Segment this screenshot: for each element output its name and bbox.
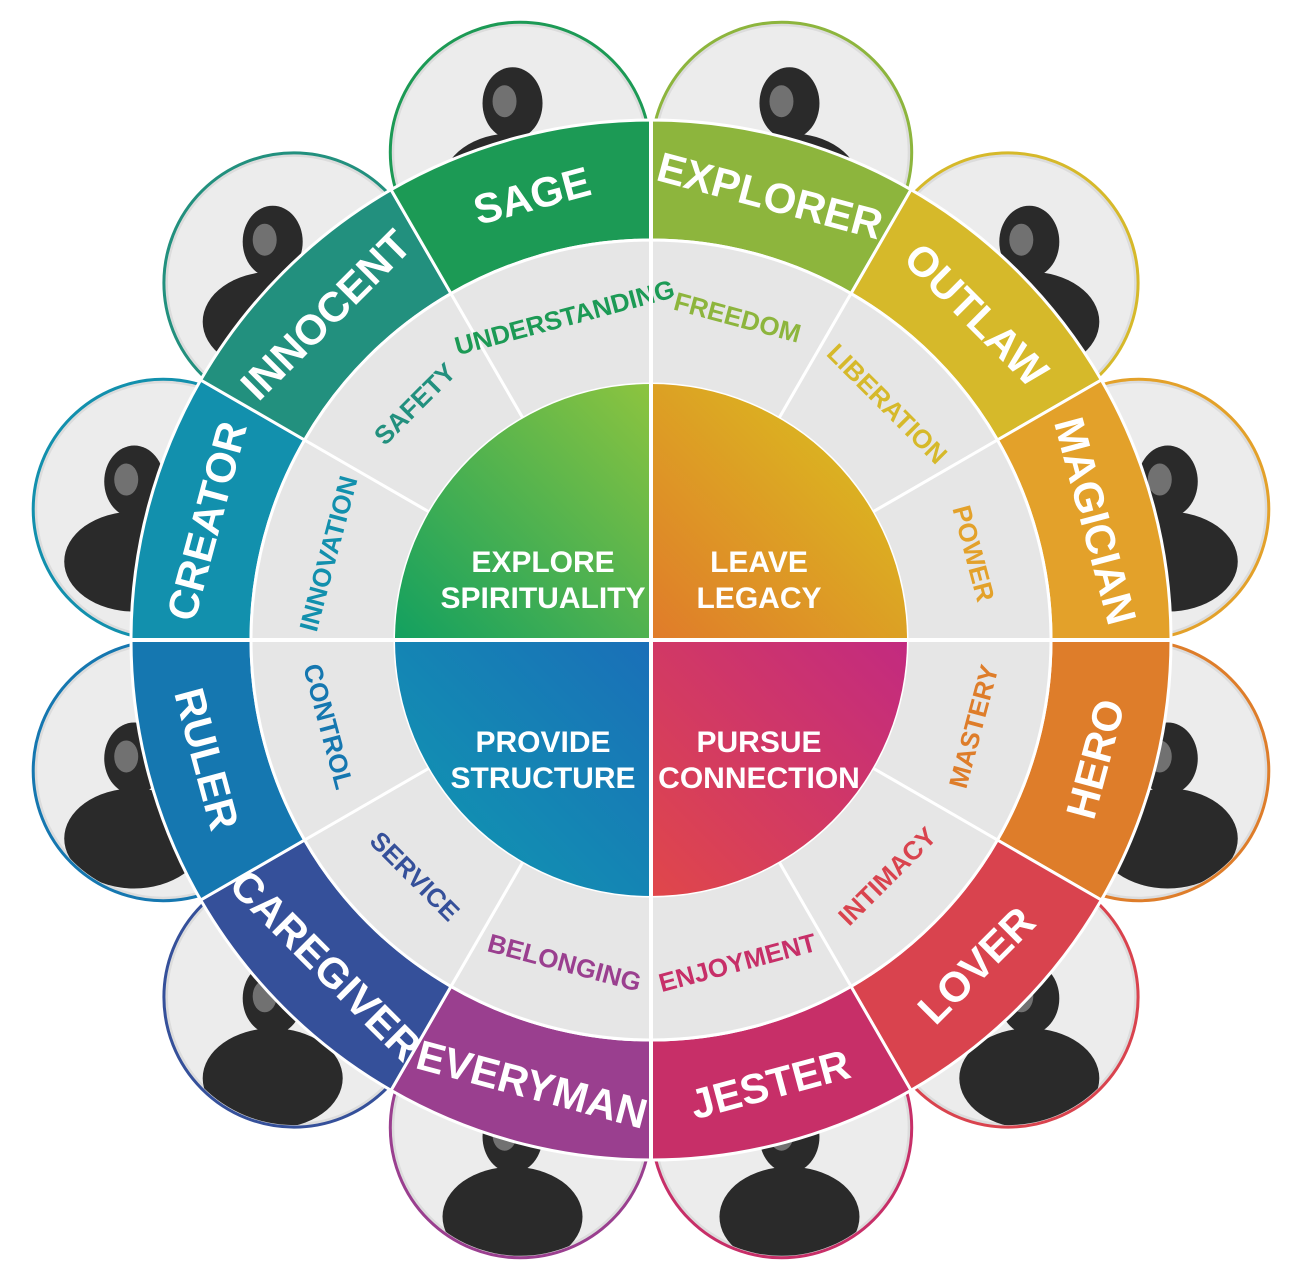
portrait-highlight (769, 85, 794, 118)
archetype-ring: EXPLOREROUTLAWMAGICIANHEROLOVERJESTEREVE… (129, 118, 1173, 1162)
quadrant-label-line1: LEAVE (710, 546, 808, 579)
portrait-shoulders (442, 1166, 583, 1256)
quadrant-label-line2: STRUCTURE (451, 762, 636, 795)
quadrant-label-line1: PURSUE (696, 726, 821, 759)
portrait-head (759, 67, 820, 140)
portrait-head (242, 205, 303, 278)
portrait-head (999, 205, 1060, 278)
portrait-head (482, 67, 543, 140)
portrait-highlight (492, 85, 517, 118)
portrait-shoulders (959, 1028, 1100, 1126)
quadrant-segment (651, 640, 907, 896)
quadrant-label-line2: LEGACY (696, 582, 821, 615)
quadrant-label-line2: CONNECTION (658, 762, 860, 795)
quadrant-label-line2: SPIRITUALITY (440, 582, 645, 615)
quadrant-label-line1: PROVIDE (475, 726, 610, 759)
portrait-highlight (1147, 463, 1172, 496)
portrait-highlight (114, 740, 139, 773)
portrait-highlight (252, 223, 277, 256)
quadrant-segment (651, 384, 907, 640)
portrait-highlight (114, 463, 139, 496)
portrait-highlight (1009, 223, 1034, 256)
portrait-shoulders (202, 1028, 343, 1126)
desire-ring: FREEDOMLIBERATIONPOWERMASTERYINTIMACYENJ… (249, 238, 1053, 1042)
portrait-shoulders (719, 1166, 860, 1256)
quadrant-segment (395, 384, 651, 640)
quadrant-label-line1: EXPLORE (471, 546, 614, 579)
quadrant-segment (395, 640, 651, 896)
